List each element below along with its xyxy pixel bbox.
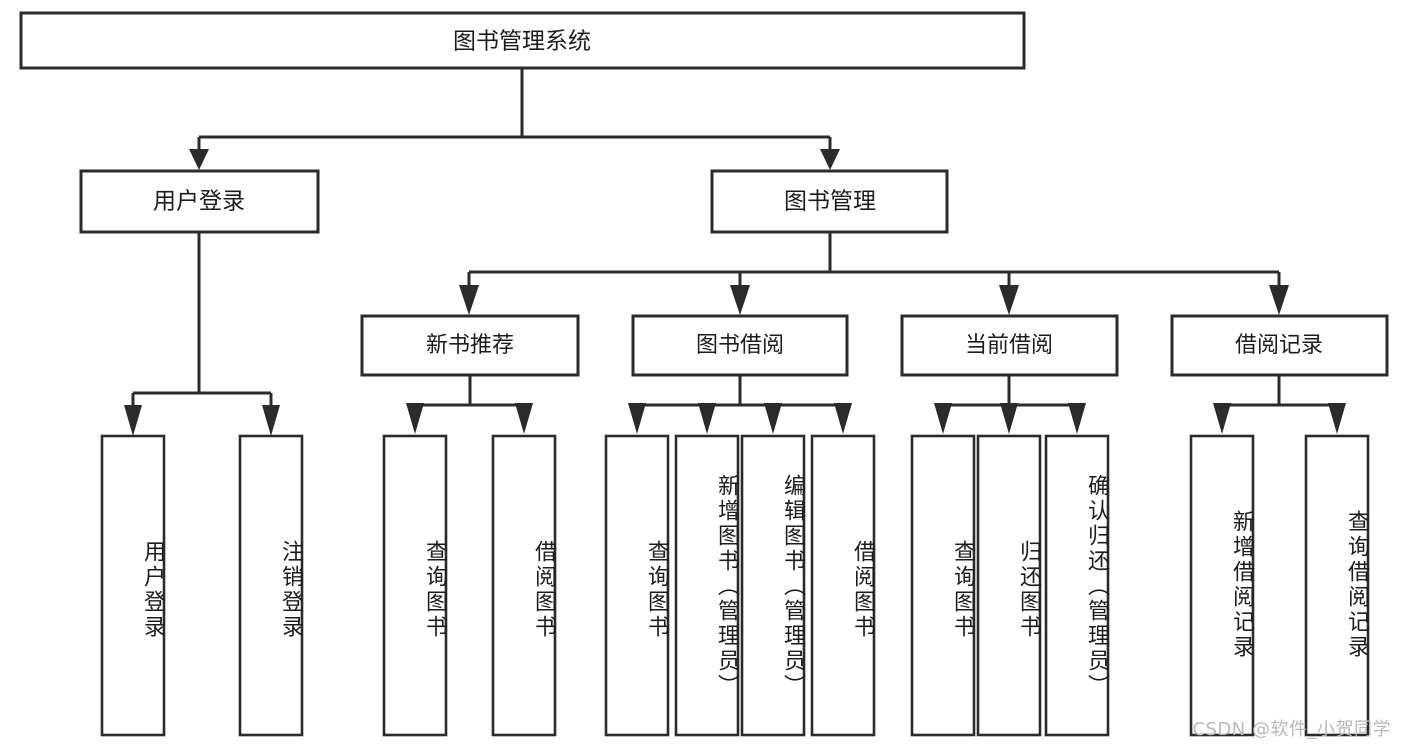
arrow-to-leaf-cb-query — [934, 403, 952, 434]
arrow-to-borrow-record — [1269, 285, 1289, 315]
node-new-book-recommend-box[interactable] — [360, 314, 580, 377]
node-book-manage-label: 图书管理 — [784, 189, 876, 215]
leaf-box-cb-confirm-return[interactable] — [1044, 434, 1110, 737]
arrow-to-leaf-user-login — [124, 405, 142, 436]
node-book-borrow[interactable]: 图书借阅 — [631, 314, 849, 377]
leaf-box-nbr-borrow-book[interactable] — [491, 434, 557, 737]
node-new-book-recommend-label: 新书推荐 — [426, 333, 514, 358]
arrow-to-book-manage — [820, 149, 840, 170]
leaf-box-br-add-record[interactable] — [1189, 434, 1255, 737]
node-book-manage-box[interactable] — [710, 169, 949, 234]
arrow-to-new-book — [459, 285, 479, 315]
leaf-box-bb-add-book[interactable] — [674, 434, 740, 737]
node-root-box[interactable] — [19, 11, 1026, 70]
arrow-to-leaf-br-add — [1213, 403, 1231, 434]
arrow-to-leaf-cb-return — [1000, 403, 1018, 434]
node-book-borrow-box[interactable] — [631, 314, 849, 377]
node-borrow-record-label: 借阅记录 — [1235, 333, 1323, 358]
leaf-box-br-query-record[interactable] — [1304, 434, 1370, 737]
leaf-box-user-login[interactable] — [100, 434, 166, 737]
node-new-book-recommend[interactable]: 新书推荐 — [360, 314, 580, 377]
arrow-to-leaf-nbr-borrow — [515, 403, 533, 434]
arrow-to-current-borrow — [999, 285, 1019, 315]
node-current-borrow[interactable]: 当前借阅 — [900, 314, 1119, 377]
arrow-to-leaf-cb-confirm — [1068, 403, 1086, 434]
arrow-to-leaf-br-query — [1328, 403, 1346, 434]
node-book-manage[interactable]: 图书管理 — [710, 169, 949, 234]
arrow-to-book-borrow — [730, 285, 750, 315]
node-book-borrow-label: 图书借阅 — [696, 333, 784, 358]
watermark-text: CSDN @软件_小贺同学 — [1192, 719, 1391, 740]
node-root-label: 图书管理系统 — [453, 29, 591, 55]
leaf-box-bb-query-book[interactable] — [604, 434, 670, 737]
arrow-to-leaf-bb-add — [698, 403, 716, 434]
leaf-box-bb-edit-book[interactable] — [740, 434, 806, 737]
leaf-box-cb-return-book[interactable] — [976, 434, 1042, 737]
arrow-to-leaf-bb-edit — [764, 403, 782, 434]
arrow-to-leaf-bb-borrow — [834, 403, 852, 434]
leaf-box-logout[interactable] — [238, 434, 304, 737]
node-user-login[interactable]: 用户登录 — [79, 169, 320, 234]
leaf-box-bb-borrow-book[interactable] — [810, 434, 876, 737]
leaf-box-nbr-query-book[interactable] — [382, 434, 448, 737]
arrow-to-leaf-nbr-query — [406, 403, 424, 434]
arrow-to-user-login — [189, 149, 209, 170]
node-root[interactable]: 图书管理系统 — [19, 11, 1026, 70]
node-current-borrow-box[interactable] — [900, 314, 1119, 377]
node-borrow-record-box[interactable] — [1170, 314, 1389, 377]
arrow-to-leaf-bb-query — [628, 403, 646, 434]
node-user-login-label: 用户登录 — [153, 189, 245, 215]
arrow-to-leaf-logout — [262, 405, 280, 436]
node-current-borrow-label: 当前借阅 — [965, 333, 1053, 358]
leaf-box-cb-query-book[interactable] — [910, 434, 976, 737]
node-borrow-record[interactable]: 借阅记录 — [1170, 314, 1389, 377]
